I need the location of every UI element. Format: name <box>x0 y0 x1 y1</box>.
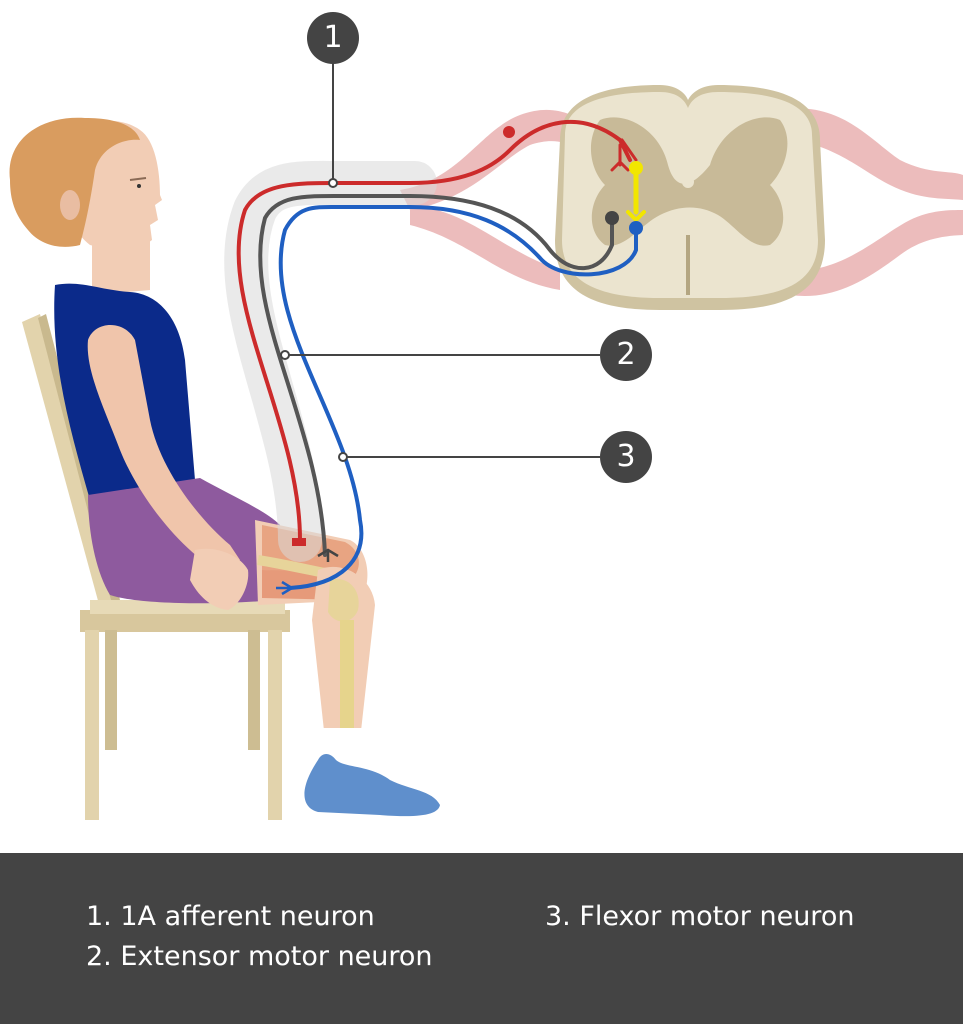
legend-item-extensor: 2. Extensor motor neuron <box>86 941 433 972</box>
extensor-neuron-path <box>258 193 614 557</box>
leader-lines <box>280 60 600 462</box>
afferent-neuron-path <box>236 119 632 542</box>
spinal-cord <box>555 85 825 310</box>
extensor-cell-body <box>605 211 619 225</box>
muscle-spindle <box>292 538 306 546</box>
flexor-cell-body <box>629 221 643 235</box>
legend-item-afferent: 1. 1A afferent neuron <box>86 901 375 932</box>
callout-3: 3 <box>600 431 652 483</box>
reflex-illustration <box>9 60 963 820</box>
flexor-neuron-path <box>278 204 638 590</box>
callout-2: 2 <box>600 329 652 381</box>
interneuron-cell-body <box>629 161 643 175</box>
person <box>9 117 440 817</box>
nerve-endpoints <box>276 126 643 596</box>
nerve-roots <box>400 108 963 296</box>
afferent-cell-body <box>503 126 515 138</box>
callout-1: 1 <box>307 12 359 64</box>
legend-panel: 1. 1A afferent neuron 2. Extensor motor … <box>0 853 963 1024</box>
legend-item-flexor: 3. Flexor motor neuron <box>545 901 855 932</box>
nerve-bundle <box>224 119 646 590</box>
